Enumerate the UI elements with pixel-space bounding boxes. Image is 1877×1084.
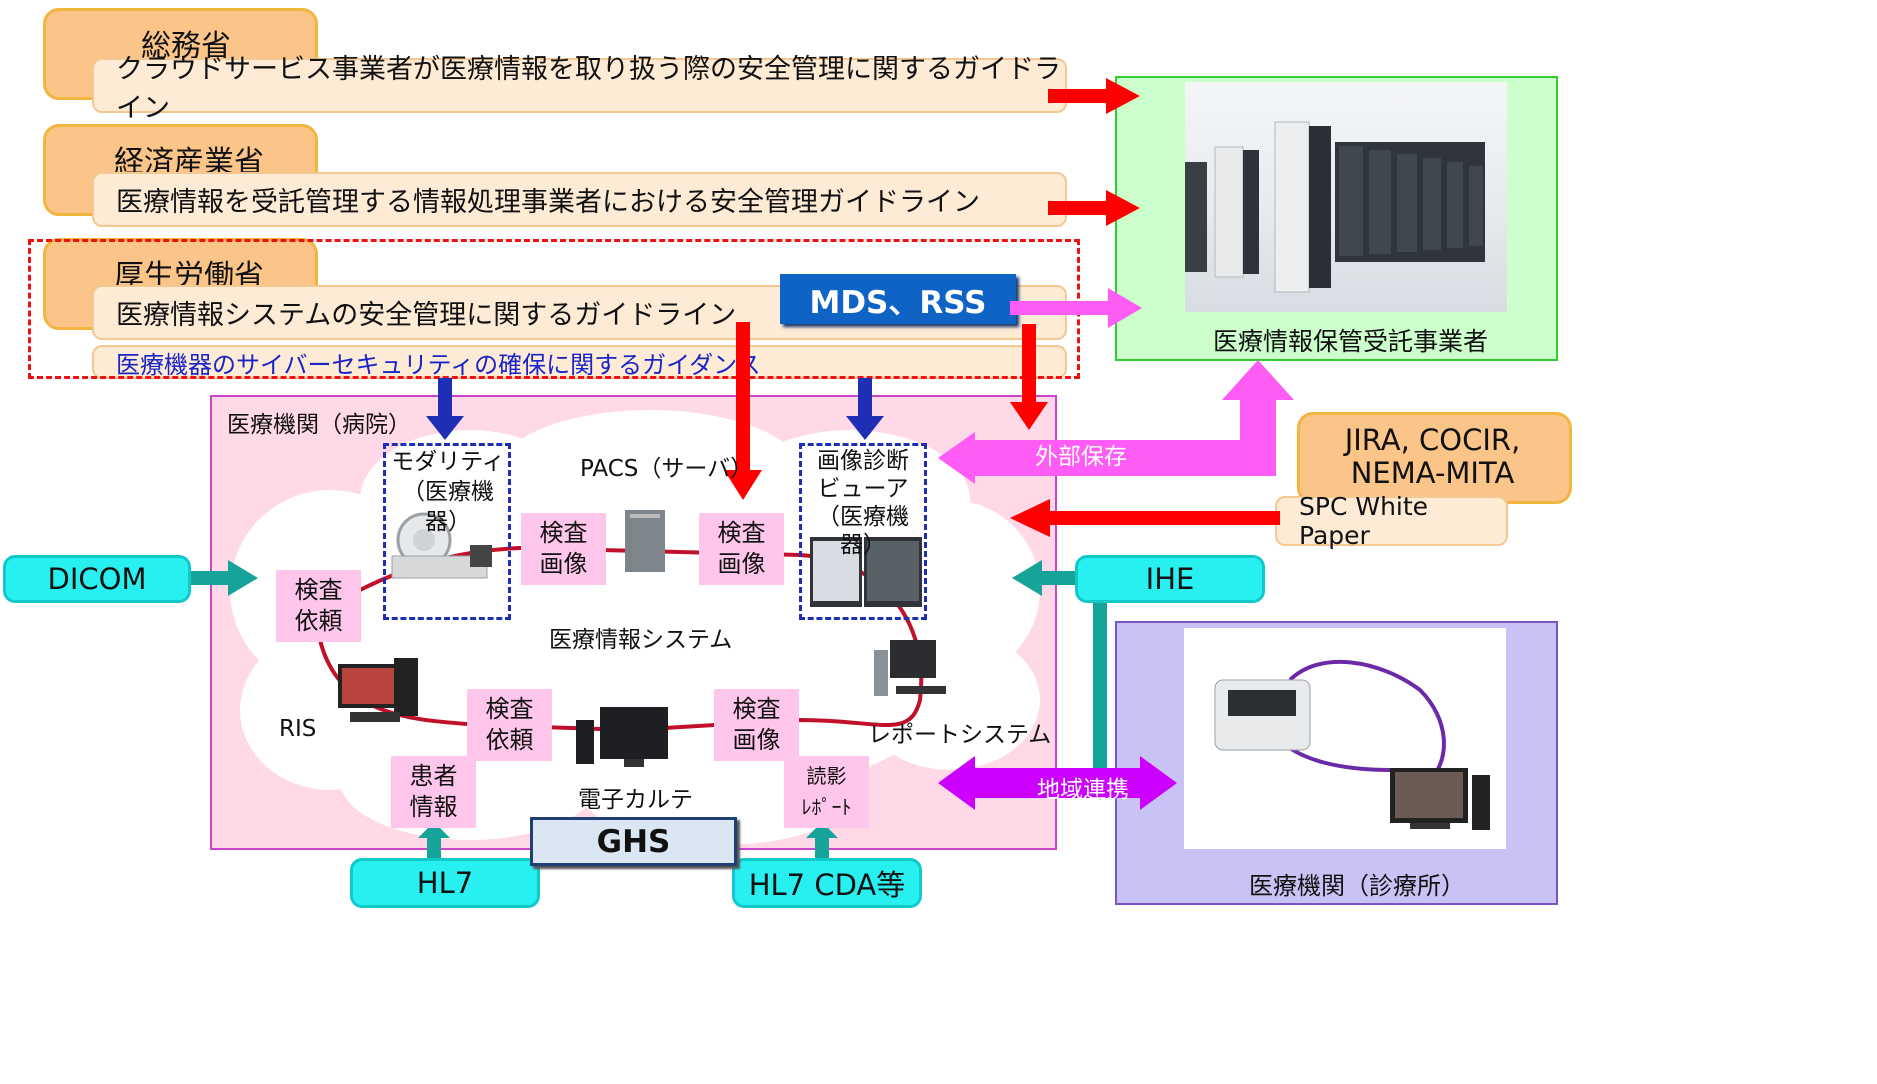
viewer-label: 画像診断 ビューア （医療機器） <box>817 448 909 558</box>
system-label: 医療情報システム <box>549 627 733 653</box>
hospital-title: 医療機関（病院） <box>227 412 411 438</box>
server-room-image <box>1185 82 1507 312</box>
ghs-label: GHS <box>596 823 671 860</box>
flow-label-reading-report: 読影 ﾚﾎﾟｰﾄ <box>784 756 869 828</box>
mds-rss-label: MDS、RSS <box>809 284 987 321</box>
spc-white-paper-box: SPC White Paper <box>1275 492 1508 550</box>
server-tower-icon <box>625 510 665 572</box>
modality-frame <box>383 443 511 620</box>
dicom-box: DICOM <box>3 555 191 603</box>
jira-label: JIRA, COCIR, NEMA-MITA <box>1344 423 1521 490</box>
ehr-pc-icon <box>576 707 668 767</box>
arrow-magenta <box>938 288 1294 484</box>
clinic-label: 医療機関（診療所） <box>1249 872 1465 900</box>
viewer-frame <box>799 443 927 620</box>
flow-label-image: 検査 画像 <box>714 689 799 761</box>
arrow-teal <box>180 560 1118 865</box>
external-storage-label: 外部保存 <box>1035 444 1127 470</box>
ris-label: RIS <box>279 716 317 742</box>
server-rack-icon <box>1185 121 1485 293</box>
pacs-label: PACS（サーバ） <box>580 456 754 482</box>
jira-box <box>1297 412 1572 504</box>
guideline-box: クラウドサービス事業者が医療情報を取り扱う際の安全管理に関するガイドライン <box>92 54 1067 124</box>
guidance-box: 医療機器のサイバーセキュリティの確保に関するガイダンス <box>92 345 1067 379</box>
ghs-box: GHS <box>530 817 737 866</box>
arrow-purple <box>938 756 1177 810</box>
hl7-box: HL7 <box>350 858 540 908</box>
flow-label-request: 検査 依頼 <box>467 689 552 761</box>
dental-xray-icon <box>1214 679 1311 751</box>
viewer-monitor-icon <box>810 537 922 607</box>
hl7-cda-box: HL7 CDA等 <box>732 858 922 908</box>
mds-rss-box: MDS、RSS <box>780 274 1016 324</box>
flow-label-patient-info: 患者 情報 <box>391 756 476 828</box>
report-pc-icon <box>874 640 946 696</box>
storage-provider-label: 医療情報保管受託事業者 <box>1213 327 1489 356</box>
flow-label-request: 検査 依頼 <box>276 570 361 642</box>
ministry-tab-mhlw: 厚生労働省 <box>43 238 318 330</box>
flow-label-image: 検査 画像 <box>521 513 606 585</box>
guideline-box: 医療情報を受託管理する情報処理事業者における安全管理ガイドライン <box>92 172 1067 227</box>
ehr-label: 電子カルテ <box>578 787 693 813</box>
regional-link-label: 地域連携 <box>1037 777 1129 803</box>
arrow-red <box>724 78 1280 537</box>
report-system-label: レポートシステム <box>868 722 1052 748</box>
ris-pc-icon <box>338 658 418 722</box>
modality-label: モダリティ （医療機器） <box>391 449 505 535</box>
arrow-blue <box>426 378 884 440</box>
clinic-monitor-icon <box>1390 768 1490 830</box>
ihe-box: IHE <box>1075 555 1265 603</box>
flow-label-image: 検査 画像 <box>699 513 784 585</box>
ct-scanner-icon <box>391 512 492 579</box>
